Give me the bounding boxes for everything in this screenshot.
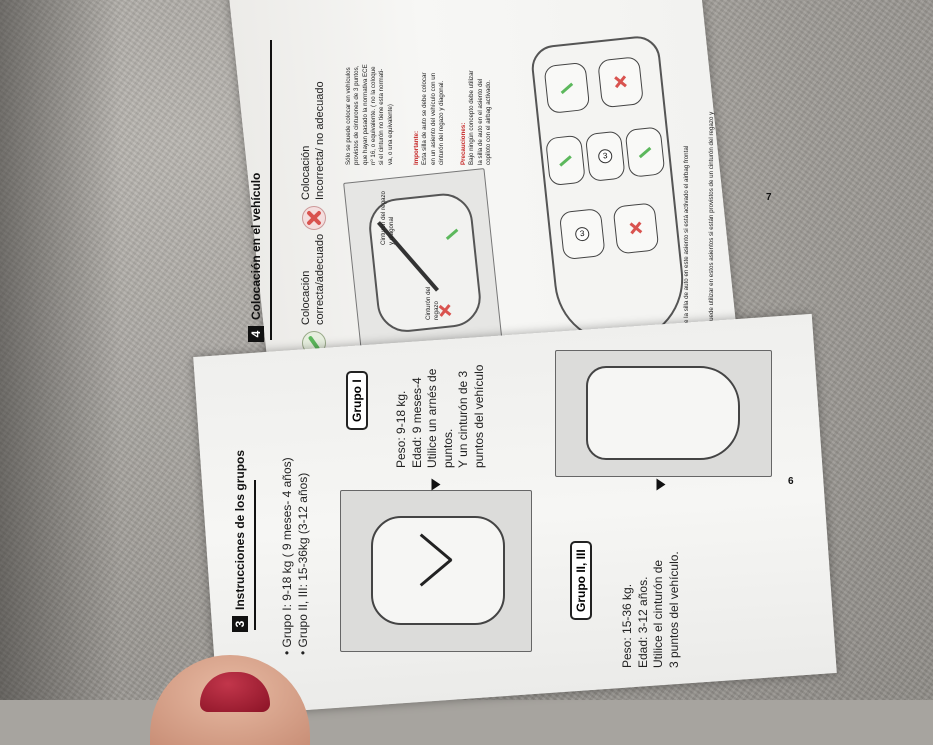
precauciones-block: Precauciones: Bajo ningún concepto debe … xyxy=(460,70,493,165)
precauciones-line: Bajo ningún concepto debe utilizar xyxy=(468,70,476,165)
seat-rear-right xyxy=(612,202,660,255)
bullet-grupo-2-3: • Grupo II, III: 15-36kg (3-12 años) xyxy=(295,472,310,655)
seat-front-right xyxy=(597,56,644,109)
precauciones-line: copiloto con el airbag activado. xyxy=(485,80,493,165)
footnote-2-line2: diagonal. xyxy=(716,112,724,345)
legend-no-line2: Incorrecta/ no adecuado xyxy=(313,81,326,200)
legend-no: Colocación Incorrecta/ no adecuado xyxy=(300,81,328,230)
grupo-2-3-label-wrap: Grupo II, III xyxy=(570,541,592,620)
belt-diag-line1: Cinturón del regazo xyxy=(380,190,387,245)
page-number-7: 7 xyxy=(766,192,772,203)
section-4-title: Colocación en el vehículo xyxy=(249,172,263,320)
cross-icon xyxy=(301,206,326,230)
intro-line: provistos de cinturones de 3 puntos, xyxy=(353,65,361,165)
importante-line: cinturón del regazo y diagonal. xyxy=(438,80,446,165)
bullet-grupo-1: • Grupo I: 9-18 kg ( 9 meses- 4 años) xyxy=(280,457,294,655)
intro-line: va, o una equivalente) xyxy=(386,104,394,165)
belt-diag-label: Cinturón del regazo y diagonal xyxy=(380,191,397,245)
legend-ok-line2: correcta/adecuado xyxy=(313,233,326,325)
importante-title: Importante: xyxy=(413,130,420,165)
grupo-2-3-text: Peso: 15-36 kg. Edad: 3-12 años. Utilice… xyxy=(620,551,682,668)
belt-lap-line2: regazo xyxy=(433,301,441,320)
grupo-1-line: Peso: 9-18 kg. xyxy=(394,390,408,468)
belt-diag-line2: y diagonal xyxy=(388,216,396,245)
seat-mid-1 xyxy=(545,134,586,187)
grupo-2-3-line: Utilice el cinturón de xyxy=(651,559,666,668)
child-seat-harness-illustration xyxy=(340,490,532,652)
grupo-1-line: puntos. xyxy=(440,428,455,468)
cross-icon xyxy=(628,221,643,236)
booster-seat-shape xyxy=(586,366,740,460)
intro-line: si el cinturón no tiene esta normati- xyxy=(378,68,386,165)
legend-no-line1: Colocación xyxy=(300,145,312,200)
seat-front-left xyxy=(543,61,591,114)
grupo-1-line: Utilice un arnés de xyxy=(425,368,440,468)
intro-line: que hayan pasado la normativa ECE xyxy=(361,64,369,165)
precauciones-title: Precauciones: xyxy=(460,122,467,165)
importante-line: en un asiento del vehículo con un xyxy=(429,72,437,165)
booster-seat-illustration xyxy=(555,350,772,477)
section-3-header: 3 Instrucciones de los grupos xyxy=(232,450,248,632)
grupo-1-text: Peso: 9-18 kg. Edad: 9 meses-4 Utilice u… xyxy=(394,365,488,468)
check-icon xyxy=(638,146,652,159)
precauciones-line: la silla de auto en el asiento del xyxy=(476,78,484,165)
section-4-rule xyxy=(270,40,272,340)
arrow-marker-icon xyxy=(431,478,441,491)
page-number-6: 6 xyxy=(788,476,794,487)
section-4-header: 4 Colocación en el vehículo xyxy=(248,173,264,342)
grupo-2-3-line: Peso: 15-36 kg. xyxy=(620,583,634,668)
grupo-1-line: Edad: 9 meses-4 xyxy=(409,377,424,468)
arrow-marker-icon xyxy=(656,478,666,491)
grupo-2-3-line: Edad: 3-12 años. xyxy=(635,576,650,668)
bullet-grupo-1-text: Grupo I: 9-18 kg ( 9 meses- 4 años) xyxy=(280,457,294,648)
footnote-2-line1: Sólo la puede utilizar en estos asientos… xyxy=(708,111,715,345)
section-3-number: 3 xyxy=(232,616,248,632)
seat-mid-2: 3 xyxy=(584,130,626,182)
intro-line: nº 16, o equivalente. ( no la coloque xyxy=(370,66,378,165)
footnote-1: No utilice la silla de auto en este asie… xyxy=(683,146,691,345)
belt-lap-label: Cinturón del regazo xyxy=(425,287,442,320)
cross-icon xyxy=(613,75,628,90)
shadow xyxy=(0,0,120,700)
section-3-title: Instrucciones de los grupos xyxy=(233,449,247,610)
bullet-grupo-2-3-text: Grupo II, III: 15-36kg (3-12 años) xyxy=(295,472,310,648)
grupo-1-label: Grupo I xyxy=(346,371,368,430)
section-3-rule xyxy=(254,480,256,630)
importante-block: Importante: Esta silla de auto se debe c… xyxy=(413,72,446,165)
grupo-2-3-label: Grupo II, III xyxy=(570,541,592,620)
check-icon xyxy=(559,155,572,167)
footnote-marker-icon: 3 xyxy=(597,148,613,164)
grupo-1-line: puntos del vehículo xyxy=(471,364,486,468)
check-icon xyxy=(560,82,574,95)
legend-ok: Colocación correcta/adecuado xyxy=(300,234,328,355)
group-bullets: • Grupo I: 9-18 kg ( 9 meses- 4 años) • … xyxy=(280,457,311,655)
grupo-1-label-wrap: Grupo I xyxy=(346,371,368,430)
belt-diagram xyxy=(343,168,503,359)
grupo-2-3-line: 3 puntos del vehículo. xyxy=(666,551,681,668)
belt-lap-line1: Cinturón del xyxy=(425,286,432,320)
intro-text: Sólo se puede colocar en vehículos provi… xyxy=(345,64,395,165)
grupo-1-line: Y un cinturón de 3 xyxy=(456,370,471,468)
section-4-number: 4 xyxy=(248,326,264,342)
intro-line: Sólo se puede colocar en vehículos xyxy=(345,67,352,165)
legend-ok-line1: Colocación xyxy=(300,270,312,325)
footnote-marker-icon: 3 xyxy=(574,226,590,242)
footnote-2: Sólo la puede utilizar en estos asientos… xyxy=(708,112,725,345)
importante-line: Esta silla de auto se debe colocar xyxy=(421,72,429,165)
seat-rear-left: 3 xyxy=(558,208,606,261)
footnote-1-text: No utilice la silla de auto en este asie… xyxy=(683,145,690,345)
seat-mid-3 xyxy=(624,126,666,178)
